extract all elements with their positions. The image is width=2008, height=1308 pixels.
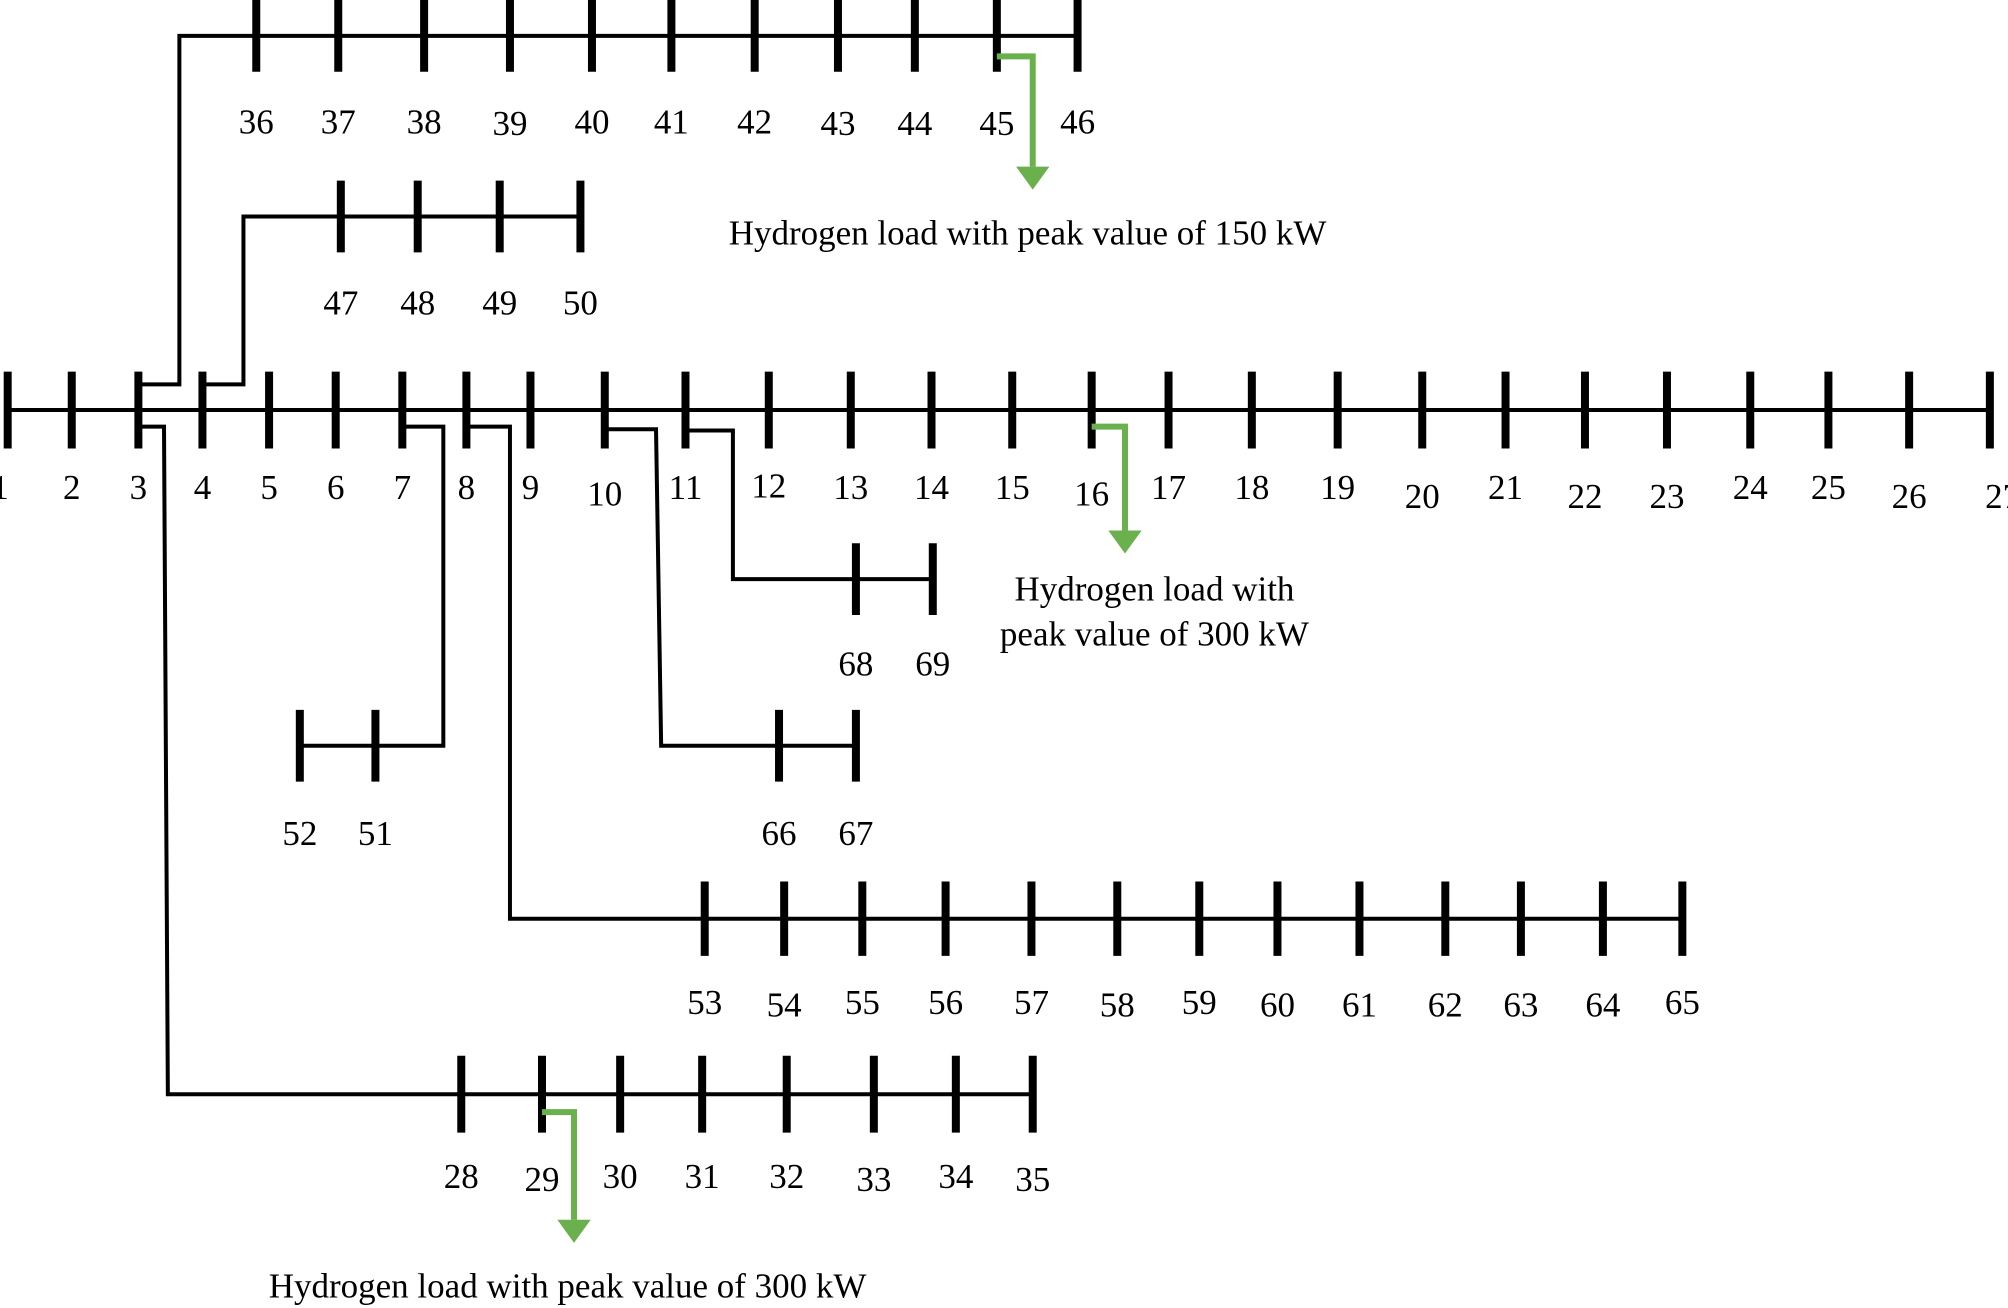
bus-label-12: 12 <box>751 467 786 506</box>
bus-label-36: 36 <box>239 103 274 142</box>
bus-label-62: 62 <box>1428 986 1463 1025</box>
bus-label-64: 64 <box>1585 986 1620 1025</box>
bus-bars <box>3 0 1994 1133</box>
bus-label-27: 27 <box>1985 477 2008 516</box>
bus-label-42: 42 <box>737 103 772 142</box>
bus-label-35: 35 <box>1015 1160 1050 1199</box>
connector-line <box>202 214 341 387</box>
connector-line <box>138 33 257 387</box>
bus-label-45: 45 <box>979 104 1014 143</box>
bus-label-68: 68 <box>838 645 873 684</box>
connector-line <box>138 424 462 1097</box>
bus-label-8: 8 <box>458 468 476 507</box>
load-label-bus-16: Hydrogen load with <box>1014 570 1294 609</box>
load-label-bus-45: Hydrogen load with peak value of 150 kW <box>729 213 1327 252</box>
bus-label-38: 38 <box>407 103 442 142</box>
bus-label-46: 46 <box>1060 103 1095 142</box>
hydrogen-load-labels: Hydrogen load with peak value of 150 kW H… <box>269 213 1327 1305</box>
bus-label-55: 55 <box>845 983 880 1022</box>
hydrogen-load-arrows <box>541 53 1142 1243</box>
bus-label-43: 43 <box>820 104 855 143</box>
bus-label-19: 19 <box>1320 468 1355 507</box>
load-arrow-head-bus-45 <box>1016 166 1050 190</box>
bus-label-34: 34 <box>938 1157 973 1196</box>
bus-label-54: 54 <box>767 986 802 1025</box>
bus-label-25: 25 <box>1811 468 1846 507</box>
bus-label-20: 20 <box>1405 477 1440 516</box>
bus-label-48: 48 <box>400 283 435 322</box>
bus-label-24: 24 <box>1733 468 1768 507</box>
bus-label-67: 67 <box>838 814 873 853</box>
bus-label-51: 51 <box>358 814 393 853</box>
load-arrow-head-bus-29 <box>557 1219 591 1243</box>
bus-label-1: 1 <box>0 468 9 507</box>
load-arrow-head-bus-16 <box>1108 530 1142 554</box>
bus-label-50: 50 <box>563 283 598 322</box>
load-label-bus-16: peak value of 300 kW <box>1000 615 1309 654</box>
bus-label-30: 30 <box>603 1157 638 1196</box>
bus-label-58: 58 <box>1100 986 1135 1025</box>
bus-label-15: 15 <box>995 468 1030 507</box>
load-arrow-bus-29 <box>541 1109 578 1220</box>
bus-label-53: 53 <box>687 983 722 1022</box>
bus-label-13: 13 <box>833 468 868 507</box>
bus-label-59: 59 <box>1182 983 1217 1022</box>
bus-label-60: 60 <box>1260 986 1295 1025</box>
bus-label-63: 63 <box>1503 986 1538 1025</box>
bus-label-9: 9 <box>522 468 540 507</box>
bus-label-32: 32 <box>769 1157 804 1196</box>
bus-label-3: 3 <box>130 468 148 507</box>
bus-label-41: 41 <box>654 103 689 142</box>
bus-label-29: 29 <box>524 1160 559 1199</box>
bus-label-28: 28 <box>444 1157 479 1196</box>
bus-label-31: 31 <box>685 1157 720 1196</box>
feeder-lines <box>7 33 1990 1097</box>
load-label-bus-29: Hydrogen load with peak value of 300 kW <box>269 1267 867 1306</box>
bus-label-7: 7 <box>394 468 412 507</box>
bus-label-10: 10 <box>587 474 622 513</box>
bus-label-65: 65 <box>1665 983 1700 1022</box>
bus-label-22: 22 <box>1567 477 1602 516</box>
bus-label-14: 14 <box>914 468 949 507</box>
bus-label-57: 57 <box>1014 983 1049 1022</box>
bus-label-6: 6 <box>327 468 345 507</box>
bus-label-2: 2 <box>63 468 81 507</box>
bus-label-69: 69 <box>915 645 950 684</box>
bus-label-26: 26 <box>1892 477 1927 516</box>
bus-label-61: 61 <box>1342 986 1377 1025</box>
bus-label-33: 33 <box>856 1160 891 1199</box>
bus-label-18: 18 <box>1234 468 1269 507</box>
bus-label-47: 47 <box>323 283 358 322</box>
bus-label-4: 4 <box>194 468 212 507</box>
load-arrow-bus-45 <box>996 53 1036 167</box>
bus-label-11: 11 <box>669 468 703 507</box>
bus-label-44: 44 <box>897 104 932 143</box>
bus-label-23: 23 <box>1649 477 1684 516</box>
bus-label-40: 40 <box>574 103 609 142</box>
bus-label-39: 39 <box>492 104 527 143</box>
bus-label-21: 21 <box>1488 468 1523 507</box>
bus-label-37: 37 <box>321 103 356 142</box>
connector-line <box>604 427 780 748</box>
bus-label-49: 49 <box>482 283 517 322</box>
bus-label-56: 56 <box>928 983 963 1022</box>
connector-line <box>375 424 446 748</box>
load-arrow-bus-16 <box>1091 423 1128 531</box>
connector-line <box>685 428 856 582</box>
connector-line <box>466 424 705 921</box>
bus-label-16: 16 <box>1074 474 1109 513</box>
bus-label-5: 5 <box>260 468 278 507</box>
bus-label-66: 66 <box>762 814 797 853</box>
bus-label-17: 17 <box>1151 468 1186 507</box>
bus-label-52: 52 <box>282 814 317 853</box>
